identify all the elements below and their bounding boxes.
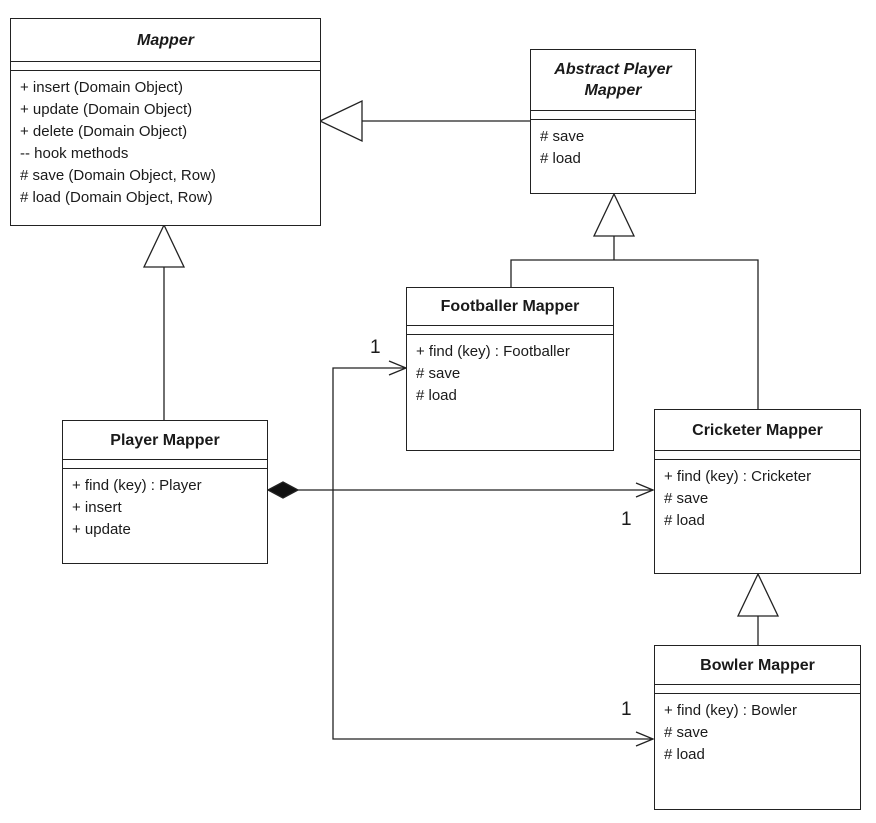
operation: # save: [664, 724, 709, 741]
class-name: Footballer Mapper: [407, 288, 613, 326]
mapper-class[interactable]: Mapper + insert (Domain Object) + update…: [10, 18, 321, 226]
operation: -- hook methods: [20, 145, 129, 162]
multiplicity-footballer: 1: [370, 337, 381, 358]
association-line-to-footballer: [332, 367, 406, 490]
operation: + delete (Domain Object): [20, 123, 188, 140]
class-attributes-compartment: [11, 62, 320, 71]
generalization-arrowhead-cricketer-bottom: [736, 572, 780, 617]
operation: + find (key) : Footballer: [416, 343, 570, 360]
bowler-mapper-class[interactable]: Bowler Mapper + find (key) : Bowler # sa…: [654, 645, 861, 810]
multiplicity-cricketer: 1: [621, 509, 632, 530]
class-operations: + find (key) : Cricketer # save # load: [655, 460, 860, 532]
generalization-arrowhead-abstract-bottom: [592, 192, 636, 237]
operation: # load: [416, 387, 457, 404]
generalization-line-footballer-to-abstract: [510, 259, 614, 287]
class-attributes-compartment: [407, 326, 613, 335]
operation: # load: [664, 512, 705, 529]
class-attributes-compartment: [63, 460, 267, 469]
operation: + find (key) : Bowler: [664, 702, 797, 719]
operation: + insert: [72, 499, 122, 516]
operation: + update: [72, 521, 131, 538]
operation: # load (Domain Object, Row): [20, 189, 213, 206]
class-operations: + find (key) : Player + insert + update: [63, 469, 267, 541]
class-name: Abstract Player Mapper: [531, 50, 695, 111]
class-name: Bowler Mapper: [655, 646, 860, 685]
operation: + find (key) : Player: [72, 477, 202, 494]
composition-diamond: [266, 481, 300, 499]
class-operations: # save # load: [531, 120, 695, 170]
operation: # load: [540, 150, 581, 167]
class-name: Mapper: [11, 19, 320, 62]
operation: + insert (Domain Object): [20, 79, 183, 96]
class-attributes-compartment: [655, 451, 860, 460]
cricketer-mapper-class[interactable]: Cricketer Mapper + find (key) : Crickete…: [654, 409, 861, 574]
operation: # save: [664, 490, 709, 507]
operation: # save: [416, 365, 461, 382]
association-arrowhead-bowler: [635, 731, 655, 747]
abstract-player-mapper-class[interactable]: Abstract Player Mapper # save # load: [530, 49, 696, 194]
generalization-arrowhead-mapper-bottom: [142, 223, 186, 268]
class-name: Cricketer Mapper: [655, 410, 860, 451]
operation: # save: [540, 128, 585, 145]
operation: + update (Domain Object): [20, 101, 193, 118]
class-attributes-compartment: [531, 111, 695, 120]
association-line-to-bowler: [332, 490, 653, 740]
player-mapper-class[interactable]: Player Mapper + find (key) : Player + in…: [62, 420, 268, 564]
class-operations: + insert (Domain Object) + update (Domai…: [11, 71, 320, 209]
class-operations: + find (key) : Bowler # save # load: [655, 694, 860, 766]
class-attributes-compartment: [655, 685, 860, 694]
operation: # load: [664, 746, 705, 763]
operation: + find (key) : Cricketer: [664, 468, 812, 485]
association-arrowhead-cricketer: [635, 482, 655, 498]
generalization-line-cricketer-to-abstract: [614, 259, 759, 409]
multiplicity-bowler: 1: [621, 699, 632, 720]
footballer-mapper-class[interactable]: Footballer Mapper + find (key) : Footbal…: [406, 287, 614, 451]
class-name: Player Mapper: [63, 421, 267, 460]
operation: # save (Domain Object, Row): [20, 167, 216, 184]
generalization-arrowhead-mapper-right: [318, 99, 363, 143]
class-operations: + find (key) : Footballer # save # load: [407, 335, 613, 407]
